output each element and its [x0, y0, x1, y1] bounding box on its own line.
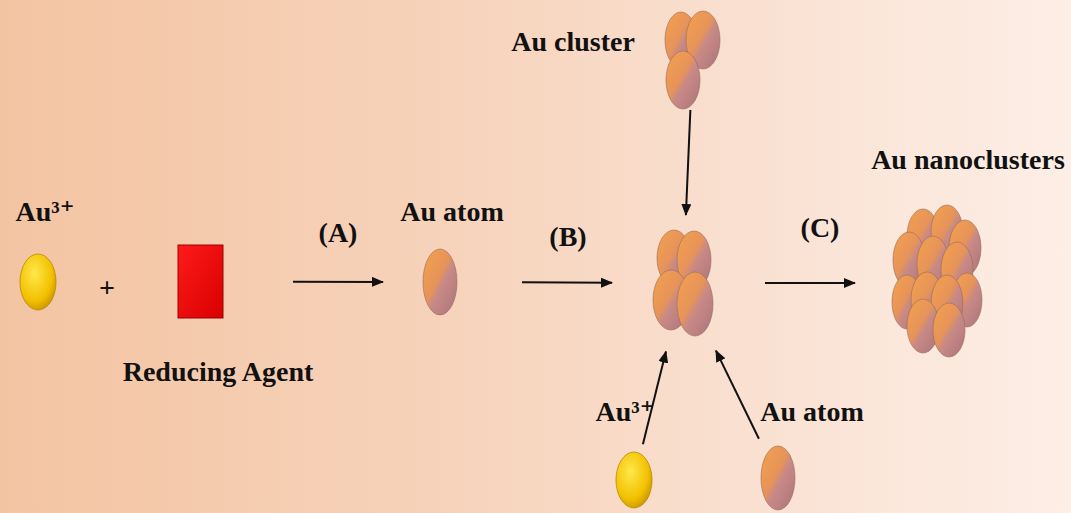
particle-graphic — [652, 228, 714, 338]
reaction-arrow — [293, 281, 383, 283]
particle-graphic — [761, 446, 795, 510]
reaction-arrow — [765, 282, 855, 284]
particle-node: Au nanoclusters — [893, 208, 983, 358]
step-label: (B) — [549, 222, 586, 253]
particle-node: Au atom — [761, 446, 795, 510]
particle-node: Au atom — [423, 249, 457, 315]
particle-graphic — [178, 245, 223, 318]
particle-node — [652, 228, 714, 338]
step-label: (A) — [319, 218, 358, 249]
particle-label: Au atom — [760, 397, 863, 428]
reaction-arrow — [522, 281, 612, 283]
particle-label: Au atom — [400, 197, 503, 228]
plus-sign: + — [99, 273, 115, 304]
particle-graphic — [665, 10, 720, 110]
reaction-arrow — [686, 110, 690, 215]
particle-graphic — [423, 249, 457, 315]
reducing-agent-block: Reducing Agent — [178, 245, 223, 318]
particle-label: Au nanoclusters — [871, 145, 1065, 176]
particle-label: Au³⁺ — [16, 197, 75, 228]
particle-label: Au cluster — [511, 27, 635, 58]
particle-graphic — [616, 452, 652, 508]
particle-label: Au³⁺ — [596, 397, 655, 428]
particle-label: Reducing Agent — [123, 357, 314, 388]
particle-graphic — [893, 208, 983, 358]
step-label: (C) — [801, 213, 840, 244]
particle-node: Au³⁺ — [20, 254, 56, 310]
particle-node: Au³⁺ — [616, 452, 652, 508]
particle-graphic — [20, 254, 56, 310]
reaction-arrow — [716, 351, 759, 439]
particle-node: Au cluster — [665, 10, 720, 110]
